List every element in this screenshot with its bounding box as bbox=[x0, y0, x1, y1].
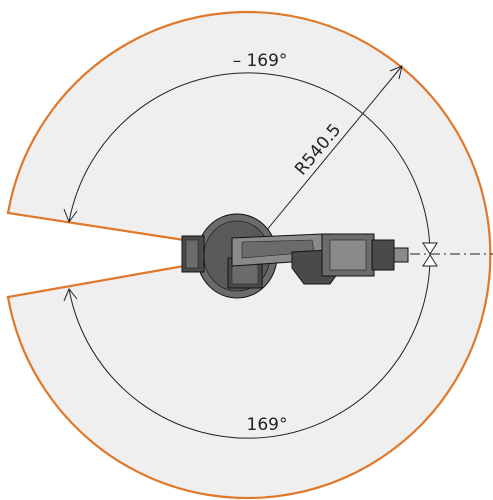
open-arrow-icon bbox=[389, 65, 403, 80]
hourglass-triangles-icon bbox=[422, 242, 438, 267]
robot-top-view bbox=[181, 213, 409, 299]
angle-label-negative: – 169° bbox=[233, 51, 288, 71]
radius-dimension-line bbox=[246, 65, 403, 255]
robot-wrist bbox=[371, 239, 395, 271]
open-arrow-icon bbox=[63, 288, 78, 302]
dimension-arc-negative bbox=[68, 72, 431, 255]
open-arrow-icon bbox=[63, 208, 78, 224]
robot-flange bbox=[393, 247, 409, 263]
dimension-arc-positive bbox=[68, 253, 431, 439]
angle-label-positive: 169° bbox=[247, 415, 288, 435]
working-range-boundary bbox=[6, 10, 492, 500]
